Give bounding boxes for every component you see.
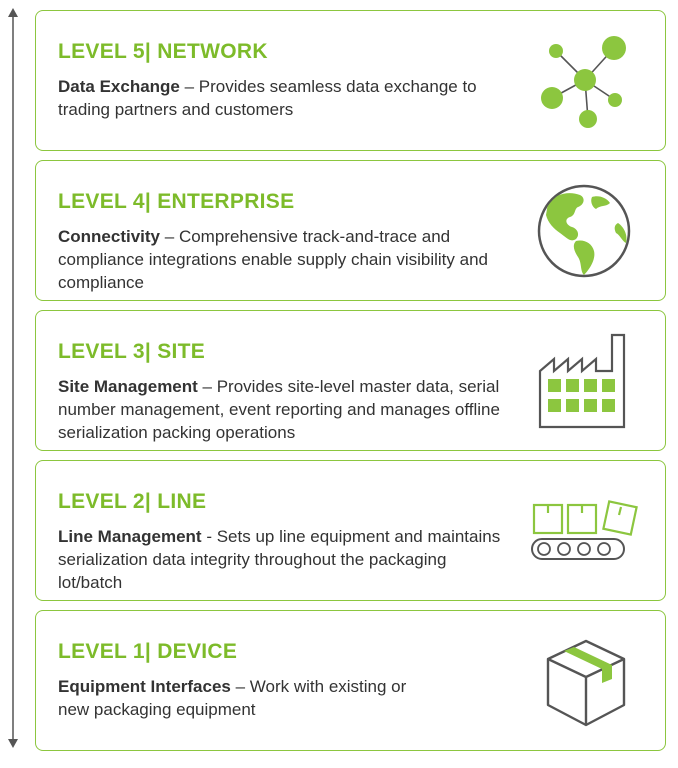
- level-1-description: Equipment Interfaces – Work with existin…: [58, 677, 407, 719]
- factory-icon: [538, 333, 626, 429]
- level-2-card: LEVEL 2| LINE Line Management - Sets up …: [35, 460, 666, 601]
- level-2-text: Sets up line equipment and maintains ser…: [58, 527, 501, 592]
- network-icon: [541, 36, 626, 128]
- level-1-card: LEVEL 1| DEVICE Equipment Interfaces – W…: [35, 610, 666, 751]
- level-4-text: Comprehensive track-and-trace and compli…: [58, 227, 488, 292]
- package-box-icon: [546, 639, 626, 727]
- conveyor-belt-icon: [531, 500, 638, 560]
- level-3-description: Site Management – Provides site-level ma…: [58, 377, 500, 442]
- level-3-text: Provides site-level master data, serial …: [58, 377, 500, 442]
- level-4-title: LEVEL 4| ENTERPRISE: [58, 190, 295, 213]
- level-5-text: Provides seamless data exchange to tradi…: [58, 77, 477, 119]
- globe-icon: [537, 184, 631, 278]
- level-2-description: Line Management - Sets up line equipment…: [58, 527, 501, 592]
- level-4-description: Connectivity – Comprehensive track-and-t…: [58, 227, 488, 292]
- level-1-term: Equipment Interfaces: [58, 677, 231, 696]
- level-5-title: LEVEL 5| NETWORK: [58, 40, 268, 63]
- level-2-term: Line Management: [58, 527, 202, 546]
- level-5-card: LEVEL 5| NETWORK Data Exchange – Provide…: [35, 10, 666, 151]
- vertical-double-arrow-icon: [8, 8, 18, 748]
- level-2-title: LEVEL 2| LINE: [58, 490, 207, 513]
- level-5-description: Data Exchange – Provides seamless data e…: [58, 77, 477, 119]
- level-3-card: LEVEL 3| SITE Site Management – Provides…: [35, 310, 666, 451]
- level-4-term: Connectivity: [58, 227, 161, 246]
- level-5-term: Data Exchange: [58, 77, 180, 96]
- level-1-title: LEVEL 1| DEVICE: [58, 640, 238, 663]
- level-3-term: Site Management: [58, 377, 198, 396]
- level-3-title: LEVEL 3| SITE: [58, 340, 206, 363]
- level-4-card: LEVEL 4| ENTERPRISE Connectivity – Compr…: [35, 160, 666, 301]
- level-1-text: Work with existing or new packaging equi…: [58, 677, 407, 719]
